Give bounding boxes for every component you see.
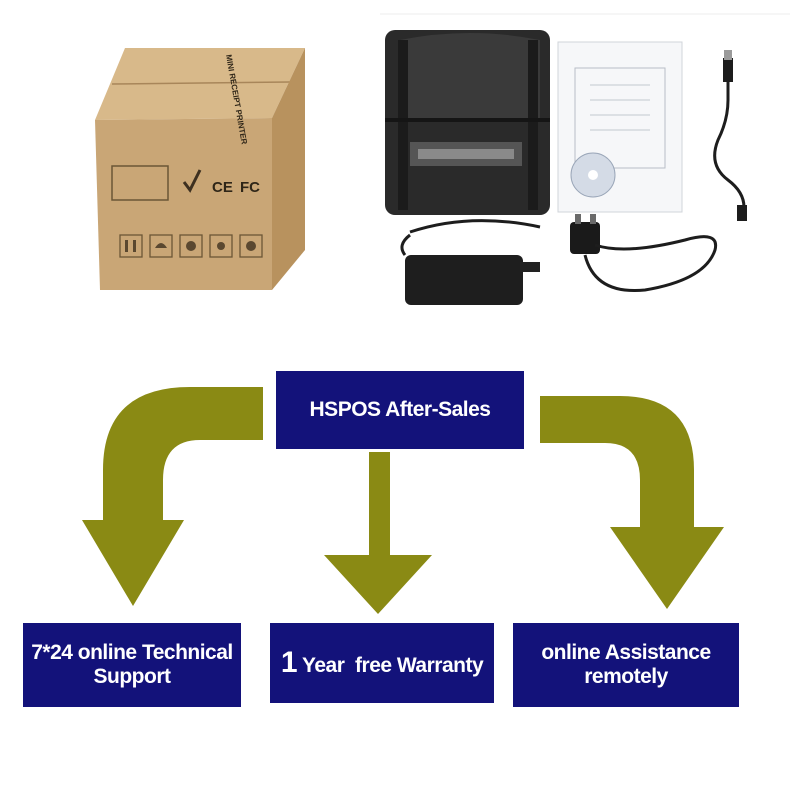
warranty-label: Year free Warranty: [297, 653, 484, 677]
box-cert-fc: FC: [240, 179, 260, 196]
power-cord: [570, 214, 718, 293]
remote-assistance-box: online Assistance remotely: [513, 623, 739, 707]
warranty-years-number: 1: [280, 645, 298, 679]
right-arrow: [540, 396, 724, 609]
technical-support-line-1: 7*24 online Technical: [31, 640, 233, 664]
remote-assistance-line-2: remotely: [584, 665, 668, 688]
left-arrow: [82, 387, 263, 606]
after-sales-hub-box: HSPOS After-Sales: [276, 371, 524, 449]
power-adapter: [400, 219, 541, 305]
user-manual: [557, 41, 683, 213]
center-arrow: [324, 452, 432, 614]
cardboard-box: [95, 48, 305, 290]
warranty-box: 1 Year free Warranty: [270, 623, 494, 703]
remote-assistance-line-1: online Assistance: [541, 640, 711, 664]
hub-label: HSPOS After-Sales: [309, 397, 491, 421]
technical-support-box: 7*24 online Technical Support: [23, 623, 241, 707]
receipt-printer: [385, 30, 550, 215]
box-cert-ce: CE: [212, 179, 233, 196]
technical-support-line-2: Support: [93, 665, 171, 688]
usb-cable: [713, 50, 747, 221]
product-photo-row: MINI RECEIPT PRINTER CE FC: [95, 13, 790, 305]
